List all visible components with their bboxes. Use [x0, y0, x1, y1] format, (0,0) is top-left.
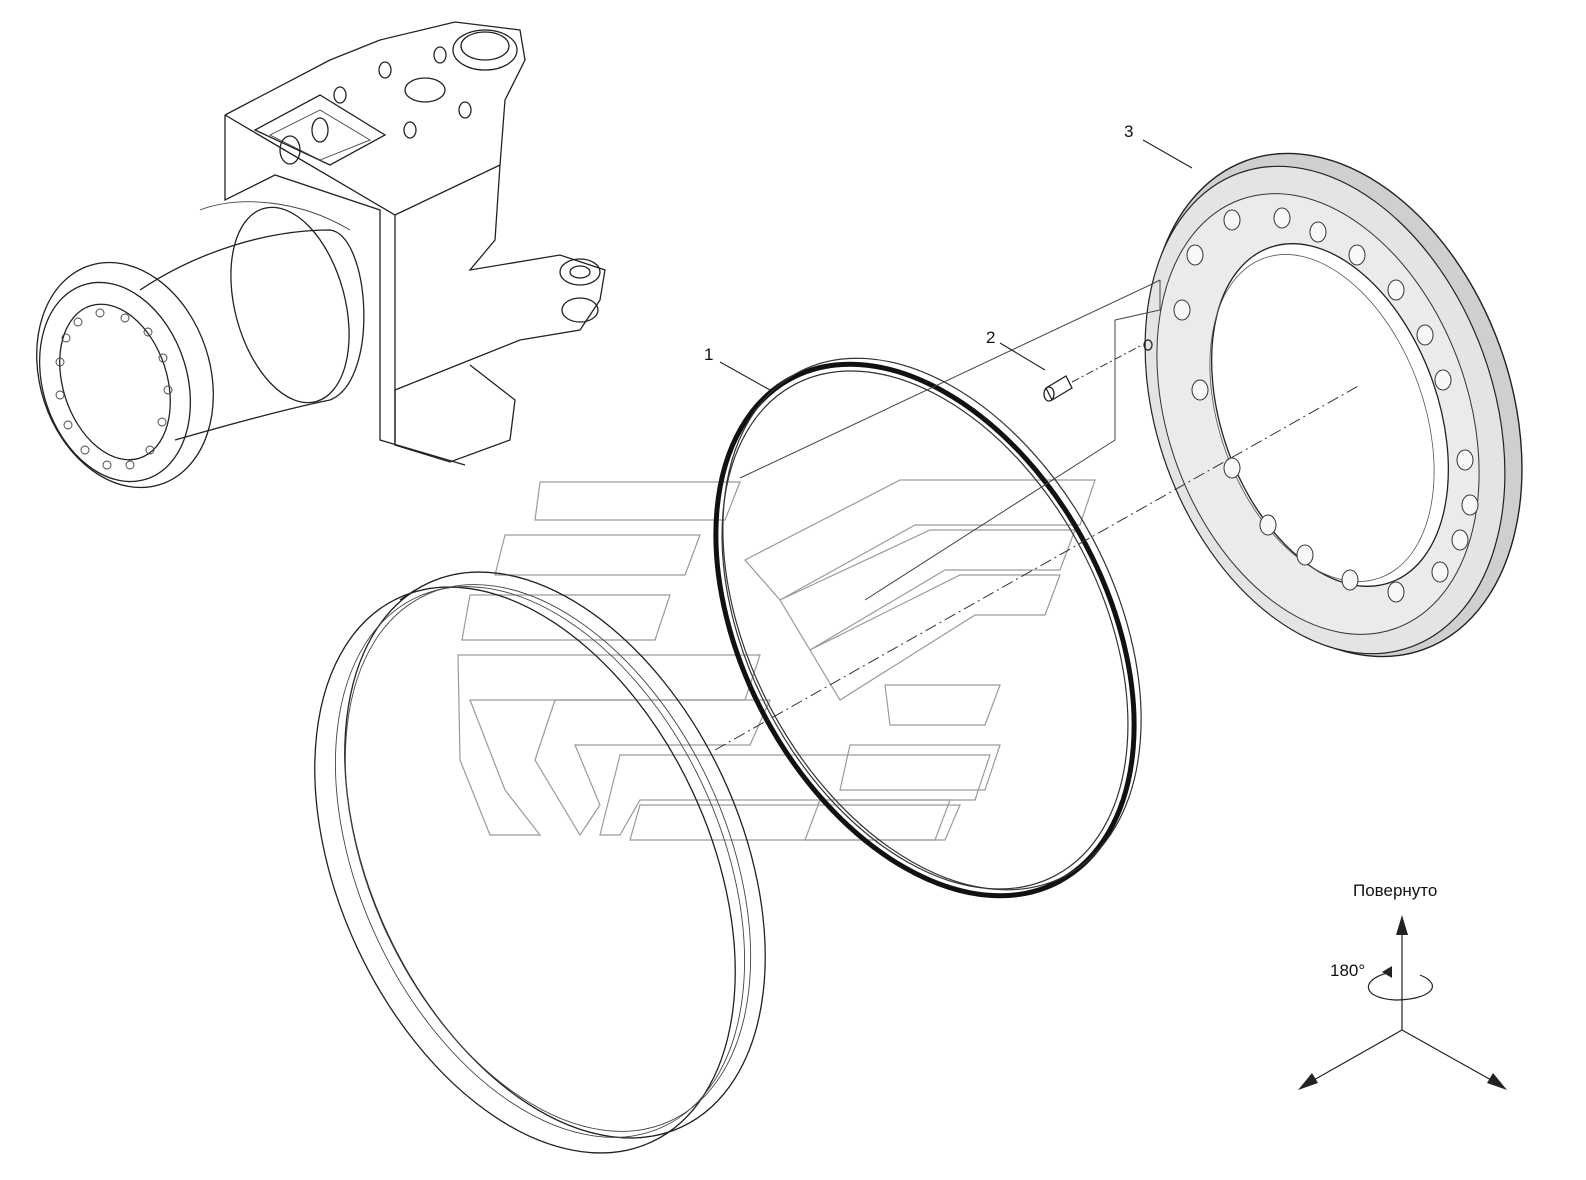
- part-1-seal-ring: [713, 357, 1142, 899]
- callout-leaders: [719, 139, 1193, 391]
- arrow-up-icon: [1396, 915, 1408, 935]
- arrow-down-left-icon: [1298, 1073, 1318, 1090]
- orientation-indicator: Повернуто 180°: [1298, 881, 1507, 1090]
- rotation-arrow-icon: [1367, 971, 1433, 1001]
- part-3-flange-ring: [1144, 152, 1523, 658]
- rotation-angle: 180°: [1330, 961, 1365, 980]
- part-2-pin: [1043, 339, 1153, 402]
- bolt-holes: [1173, 207, 1479, 603]
- axle-housing-illustration: [36, 21, 606, 489]
- watermark-logo: [457, 479, 1096, 841]
- callout-3: 3: [1124, 122, 1133, 141]
- arrow-down-right-icon: [1487, 1073, 1507, 1090]
- callout-2: 2: [986, 328, 995, 347]
- wear-ring-bushing: [314, 571, 766, 1154]
- assembly-lines: [714, 279, 1361, 751]
- callout-1: 1: [704, 345, 713, 364]
- orientation-label: Повернуто: [1353, 881, 1437, 900]
